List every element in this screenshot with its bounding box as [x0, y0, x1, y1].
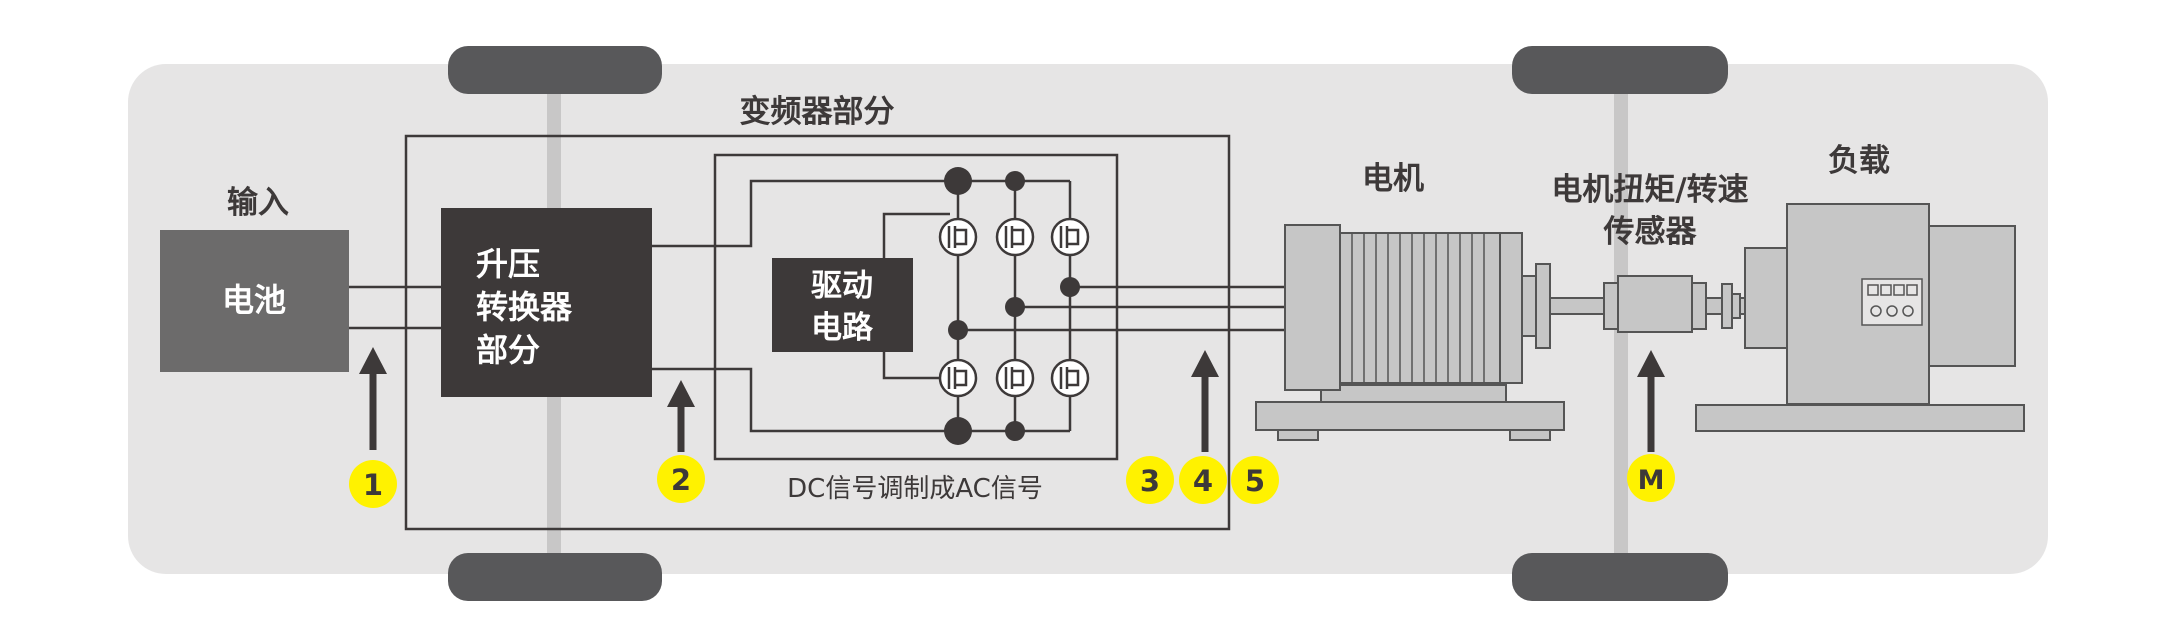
wheel-front-top [448, 46, 662, 94]
junction-bottom-left [944, 417, 972, 445]
dc-ac-label: DC信号调制成AC信号 [787, 474, 1043, 504]
inverter-frame [404, 134, 1231, 531]
transistor-upper-2 [995, 217, 1035, 257]
arrow-up-icon [1191, 350, 1219, 452]
transistor-lower-3 [1050, 358, 1090, 398]
load-label: 负载 [1828, 143, 1890, 179]
marker-4: 4 [1179, 456, 1227, 504]
junction-phase-2 [1005, 297, 1025, 317]
motor-label: 电机 [1362, 161, 1424, 197]
arrow-up-icon [359, 347, 387, 450]
junction-top-mid [1005, 171, 1025, 191]
transistor-upper-3 [1050, 217, 1090, 257]
marker-m: M [1627, 454, 1675, 502]
dc-bus-positive [652, 179, 958, 248]
marker-1: 1 [349, 460, 397, 508]
junction-phase-3 [948, 320, 968, 340]
load-control-panel [1861, 278, 1923, 326]
marker-2: 2 [657, 455, 705, 503]
boost-label-line2: 转换器 [476, 288, 573, 326]
wheel-rear-bottom [1512, 553, 1728, 601]
torque-speed-sensor [1617, 275, 1693, 333]
boost-label-line1: 升压 [476, 245, 540, 283]
junction-top-left [944, 167, 972, 195]
svg-text:M: M [1638, 465, 1665, 496]
motor [1255, 224, 1565, 441]
dc-bus-negative [652, 367, 958, 433]
transistor-lower-1 [938, 358, 978, 398]
svg-text:3: 3 [1140, 464, 1160, 498]
input-label: 输入 [227, 185, 289, 221]
driver-gate-line-bottom [882, 352, 950, 380]
chassis-background [128, 64, 2048, 574]
marker-5: 5 [1231, 456, 1279, 504]
transistor-upper-1 [938, 217, 978, 257]
svg-text:4: 4 [1193, 464, 1213, 498]
svg-text:2: 2 [671, 463, 691, 497]
junction-phase-1 [1060, 277, 1080, 297]
sensor-label-line1: 电机扭矩/转速 [1551, 172, 1748, 208]
load-machine [1695, 203, 2025, 432]
motor-cooling-fins [1351, 233, 1485, 383]
wheel-front-bottom [448, 553, 662, 601]
junction-bottom-mid [1005, 421, 1025, 441]
transistor-lower-2 [995, 358, 1035, 398]
boost-converter-box [441, 208, 652, 397]
inverter-title: 变频器部分 [740, 94, 895, 130]
battery-label: 电池 [222, 281, 286, 319]
boost-label-line3: 部分 [476, 331, 540, 369]
wheel-rear-top [1512, 46, 1728, 94]
marker-3: 3 [1126, 456, 1174, 504]
driver-label-line1: 驱动 [811, 268, 873, 304]
arrow-up-icon [667, 380, 695, 452]
sensor-label-line2: 传感器 [1603, 214, 1698, 250]
driver-circuit-box [772, 258, 913, 352]
svg-text:1: 1 [363, 468, 383, 502]
drive-shaft [1521, 263, 1751, 349]
driver-gate-line-top [882, 212, 950, 258]
svg-text:5: 5 [1245, 464, 1265, 498]
arrow-up-icon [1637, 350, 1665, 452]
battery-box [160, 230, 349, 372]
driver-label-line2: 电路 [811, 310, 874, 346]
